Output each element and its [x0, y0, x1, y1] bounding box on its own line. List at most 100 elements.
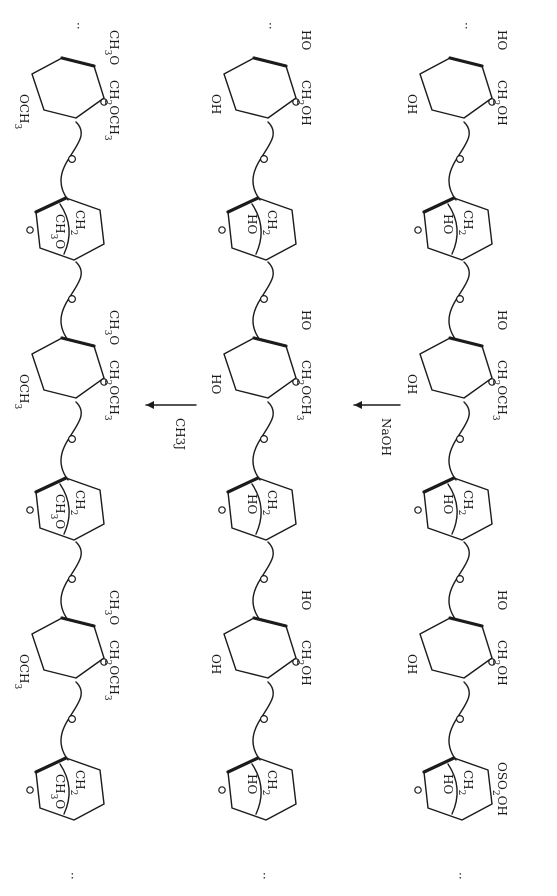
middle-unit-3-c6-group: CH2OCH3	[294, 360, 313, 421]
left-unit-3-to-4-glycosidic-oxygen	[67, 435, 76, 444]
left-unit-6-o2-group: CH3O	[48, 774, 67, 809]
middle-unit-3-o4-group: HO	[299, 310, 313, 330]
right-unit-2-bridge-oxygen	[414, 226, 422, 234]
middle-unit-6-c6-group: CH2	[260, 770, 279, 795]
left-unit-5-to-6-glycosidic-oxygen	[67, 714, 76, 723]
left-unit-6-bridge-oxygen	[26, 786, 34, 794]
chain-continuation-top: ··	[459, 22, 473, 30]
middle-unit-1-ring-oxygen	[292, 98, 300, 106]
middle-unit-3-to-4-glycosidic-oxygen	[260, 435, 269, 444]
right-unit-5-o4-group: HO	[495, 590, 509, 610]
left-unit-2-bridge-bond	[59, 203, 70, 255]
middle-unit-6-o2-group: HO	[245, 774, 259, 794]
middle-unit-4-bridge-oxygen	[218, 506, 226, 514]
left-unit-1-ring-oxygen	[100, 98, 108, 106]
middle-unit-5-o4-group: HO	[299, 590, 313, 610]
middle-unit-2-ring-front-bond	[226, 196, 260, 214]
column-desulfated-polysaccharide: ····HOCH2OHOHCH2HOHOCH2OCH3HOCH2HOHOCH2O…	[209, 22, 313, 880]
right-unit-1-ring-front-bond	[448, 56, 484, 68]
right-unit-5-to-6-glycosidic-oxygen	[456, 714, 465, 723]
right-unit-1-ring-oxygen	[488, 98, 496, 106]
right-unit-4-o2-group: HO	[441, 494, 455, 514]
right-unit-3-o4-group: HO	[495, 310, 509, 330]
middle-unit-6-bridge-bond	[251, 763, 262, 815]
middle-unit-2-o2-group: HO	[245, 214, 259, 234]
middle-unit-5-ring-oxygen	[292, 658, 300, 666]
left-unit-5-ring-front-bond	[60, 616, 96, 628]
left-unit-1-ring-front-bond	[60, 56, 96, 68]
middle-unit-5-c6-group: CH2OH	[294, 640, 313, 686]
right-unit-4-bridge-bond	[447, 483, 458, 535]
right-unit-1-c6-group: CH2OH	[490, 80, 509, 126]
arrow-ch3i-head	[146, 401, 154, 409]
right-unit-2-ring-front-bond	[422, 196, 456, 214]
middle-unit-1-o4-group: HO	[299, 30, 313, 50]
middle-unit-4-bridge-bond	[251, 483, 262, 535]
left-unit-2-o2-group: CH3O	[48, 214, 67, 249]
right-unit-1-to-2-glycosidic-oxygen	[456, 155, 465, 164]
left-unit-6-c6-group: CH2	[68, 770, 87, 795]
arrow-ch3i: CH3J	[145, 401, 197, 450]
right-unit-1-o4-group: HO	[495, 30, 509, 50]
left-unit-2-ring-front-bond	[34, 196, 68, 214]
right-unit-2-o2-group: HO	[441, 214, 455, 234]
right-unit-5-o2-group: OH	[405, 654, 419, 674]
right-unit-3-ring-front-bond	[448, 336, 484, 348]
left-unit-4-o2-group: CH3O	[48, 494, 67, 529]
right-unit-6-bridge-bond	[447, 763, 458, 815]
left-unit-5-ring-oxygen	[100, 658, 108, 666]
right-unit-3-c6-group: CH2OCH3	[490, 360, 509, 421]
right-unit-4-ring-front-bond	[422, 476, 456, 494]
right-unit-6-bridge-oxygen	[414, 786, 422, 794]
middle-unit-1-ring-front-bond	[252, 56, 288, 68]
right-unit-2-bridge-bond	[447, 203, 458, 255]
left-unit-3-c6-group: CH2OCH3	[102, 360, 121, 421]
left-unit-2-bridge-oxygen	[26, 226, 34, 234]
left-unit-1-c6-group: CH2OCH3	[102, 80, 121, 141]
left-unit-3-ring-oxygen	[100, 378, 108, 386]
left-unit-1-to-2-glycosidic-oxygen	[67, 155, 76, 164]
right-unit-4-c6-group: CH2	[456, 490, 475, 515]
right-unit-3-o2-group: OH	[405, 374, 419, 394]
middle-unit-6-ring-front-bond	[226, 756, 260, 774]
left-unit-4-bridge-bond	[59, 483, 70, 535]
right-unit-5-ring-front-bond	[448, 616, 484, 628]
left-unit-4-c6-group: CH2	[68, 490, 87, 515]
middle-unit-2-to-3-glycosidic-oxygen	[260, 295, 269, 304]
middle-unit-4-o2-group: HO	[245, 494, 259, 514]
right-unit-6-c6-group: CH2	[456, 770, 475, 795]
right-unit-2-to-3-glycosidic-oxygen	[456, 295, 465, 304]
middle-unit-1-o2-group: OH	[209, 94, 223, 114]
middle-unit-4-c6-group: CH2	[260, 490, 279, 515]
right-unit-3-to-4-glycosidic-oxygen	[456, 435, 465, 444]
right-unit-6-ring-front-bond	[422, 756, 456, 774]
reagent-naoh-label: NaOH	[379, 418, 393, 456]
right-unit-6-sulfate-group: OSO2OH	[490, 762, 509, 816]
right-unit-4-to-5-glycosidic-oxygen	[456, 574, 465, 583]
chain-continuation-bottom: ··	[65, 872, 79, 880]
right-unit-4-bridge-oxygen	[414, 506, 422, 514]
left-unit-6-ring-front-bond	[34, 756, 68, 774]
column-methylated-polysaccharide: ····CH3OCH2OCH3OCH3CH2CH3OCH3OCH2OCH3OCH…	[12, 22, 121, 880]
chain-continuation-bottom: ··	[453, 872, 467, 880]
left-unit-3-o2-group: OCH3	[12, 374, 31, 409]
reagent-ch3i-label: CH3J	[173, 418, 187, 450]
left-unit-4-to-5-glycosidic-oxygen	[67, 574, 76, 583]
middle-unit-2-bridge-bond	[251, 203, 262, 255]
left-unit-5-o4-group: CH3O	[102, 590, 121, 625]
left-unit-2-to-3-glycosidic-oxygen	[67, 295, 76, 304]
chain-continuation-top: ··	[71, 22, 85, 30]
left-unit-4-bridge-oxygen	[26, 506, 34, 514]
left-unit-2-c6-group: CH2	[68, 210, 87, 235]
column-starting-polysaccharide: ····HOCH2OHOHCH2HOHOCH2OCH3OHCH2HOHOCH2O…	[405, 22, 509, 880]
middle-unit-3-ring-front-bond	[252, 336, 288, 348]
left-unit-1-o4-group: CH3O	[102, 30, 121, 65]
middle-unit-2-bridge-oxygen	[218, 226, 226, 234]
right-unit-5-ring-oxygen	[488, 658, 496, 666]
middle-unit-5-ring-front-bond	[252, 616, 288, 628]
middle-unit-4-to-5-glycosidic-oxygen	[260, 574, 269, 583]
left-unit-5-o2-group: OCH3	[12, 654, 31, 689]
middle-unit-1-to-2-glycosidic-oxygen	[260, 155, 269, 164]
